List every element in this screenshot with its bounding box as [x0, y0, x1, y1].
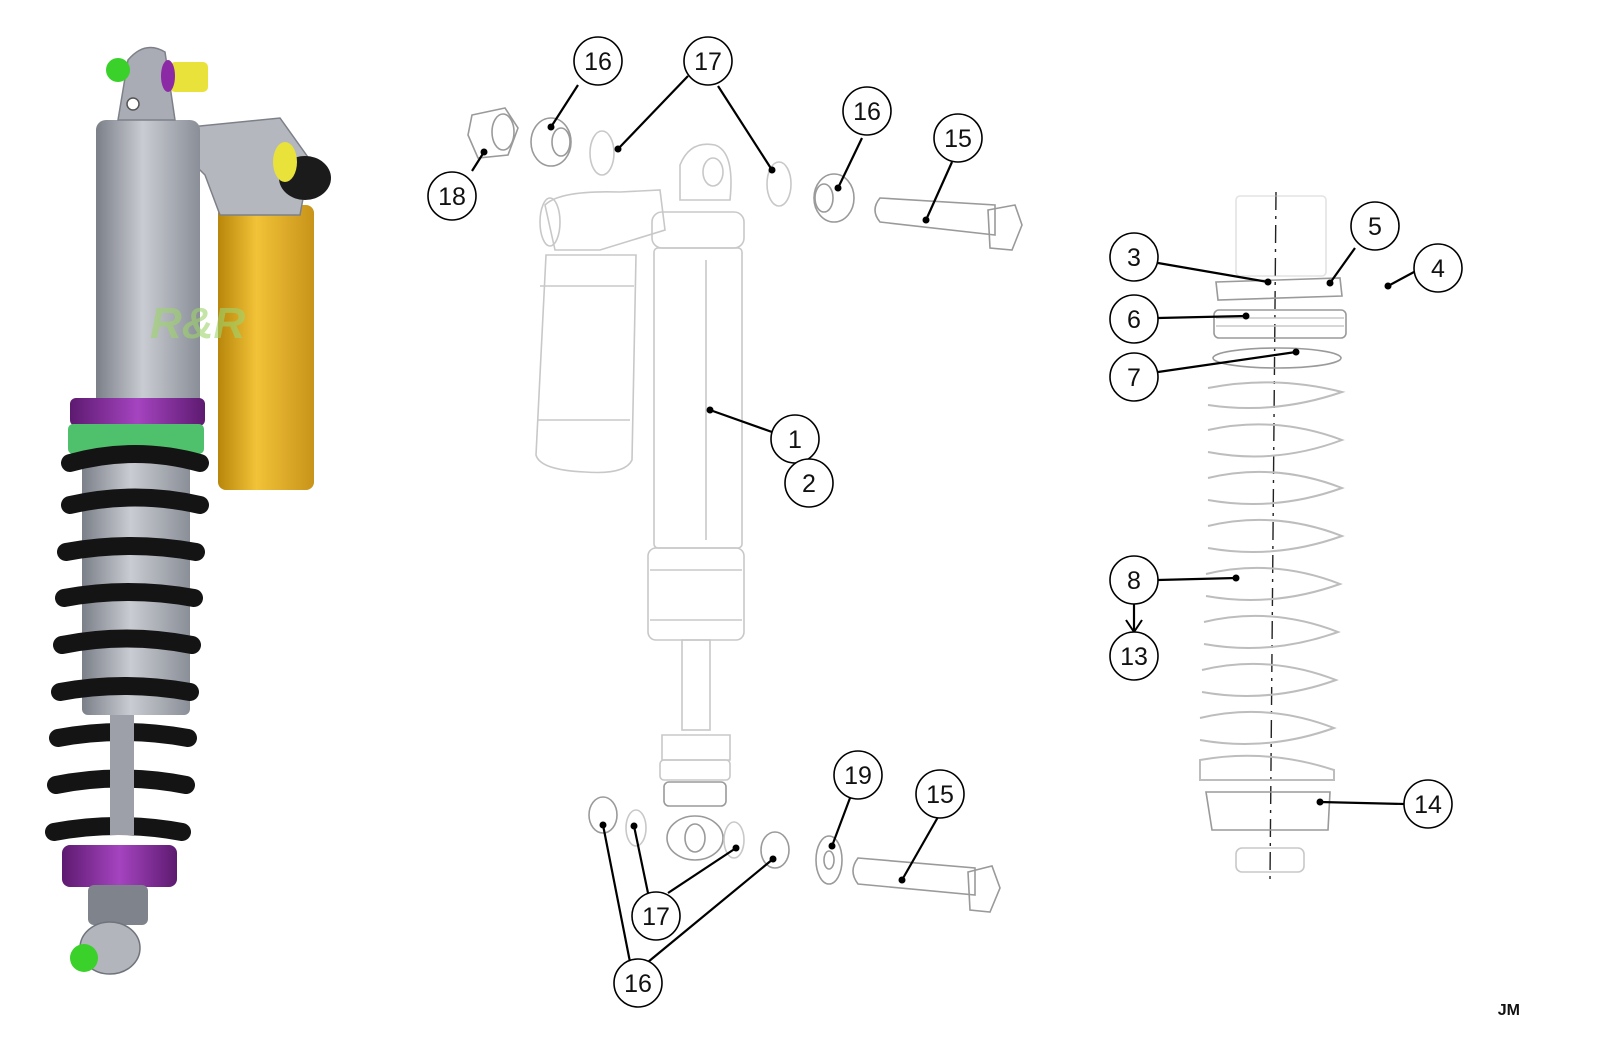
top-right-nut	[170, 62, 208, 92]
top-left-nut	[106, 58, 130, 82]
callout-circle	[833, 750, 883, 800]
callout-circle	[1413, 243, 1463, 293]
bottom-nut	[70, 944, 98, 972]
callout-number: 17	[642, 903, 670, 931]
callout-circle	[1109, 294, 1159, 344]
callout-circle	[784, 458, 834, 508]
callout-c17a: 17	[683, 36, 733, 86]
callout-c15a: 15	[933, 113, 983, 163]
callout-circle	[1109, 555, 1159, 605]
callout-circle	[631, 891, 681, 941]
exploded-shock-drawing	[467, 107, 1023, 913]
callout-c3: 3	[1109, 232, 1159, 282]
callout-number: 16	[624, 970, 652, 998]
callout-circle	[573, 36, 623, 86]
callout-c14: 14	[1403, 779, 1453, 829]
callout-c4: 4	[1413, 243, 1463, 293]
callout-c16a: 16	[573, 36, 623, 86]
logo-watermark: R&R	[150, 299, 246, 348]
callout-c18: 18	[427, 171, 477, 221]
exploded-spring-drawing	[1199, 191, 1347, 881]
callout-circle	[842, 86, 892, 136]
callout-circle	[1403, 779, 1453, 829]
callout-circle	[1350, 201, 1400, 251]
callout-number: 13	[1120, 643, 1148, 671]
callout-c15b: 15	[915, 769, 965, 819]
author-signature: JM	[1497, 1002, 1520, 1019]
callout-circle	[1109, 232, 1159, 282]
callout-number: 16	[853, 98, 881, 126]
callout-number: 19	[844, 762, 872, 790]
callout-number: 17	[694, 48, 722, 76]
callout-c6: 6	[1109, 294, 1159, 344]
callout-c7: 7	[1109, 352, 1159, 402]
assembled-shock-render: R&R	[45, 46, 331, 975]
callout-number: 4	[1431, 255, 1445, 283]
callout-bubbles: 16 17 18 16 15 12 19 15 17 16 3 5 4 6 7 8 13 14	[427, 36, 1463, 1008]
callout-circle	[915, 769, 965, 819]
callout-c17b: 17	[631, 891, 681, 941]
callout-number: 1	[788, 426, 802, 454]
callout-circle	[1109, 631, 1159, 681]
green-adjuster-ring	[68, 424, 204, 454]
callout-circle	[427, 171, 477, 221]
callout-c1: 1	[770, 414, 820, 464]
top-collar	[70, 398, 205, 426]
callout-c13: 13	[1109, 631, 1159, 681]
callout-number: 6	[1127, 306, 1141, 334]
callout-number: 16	[584, 48, 612, 76]
callout-circle	[933, 113, 983, 163]
callout-number: 5	[1368, 213, 1382, 241]
callout-circle	[613, 958, 663, 1008]
callout-number: 15	[926, 781, 954, 809]
callout-number: 7	[1127, 364, 1141, 392]
reservoir-canister	[218, 205, 314, 490]
spring-coil-outline	[1199, 381, 1346, 781]
callout-c2: 2	[784, 458, 834, 508]
callout-c5: 5	[1350, 201, 1400, 251]
callout-number: 2	[802, 470, 816, 498]
callout-c16b: 16	[842, 86, 892, 136]
callout-circle	[683, 36, 733, 86]
callout-number: 18	[438, 183, 466, 211]
callout-circle	[1109, 352, 1159, 402]
shock-body	[96, 120, 200, 410]
callout-number: 3	[1127, 244, 1141, 272]
callout-c16c: 16	[613, 958, 663, 1008]
leader-lines	[471, 75, 1415, 963]
bottom-collar	[62, 845, 177, 887]
callout-number: 8	[1127, 567, 1141, 595]
callout-number: 14	[1414, 791, 1442, 819]
callout-number: 15	[944, 125, 972, 153]
callout-c8: 8	[1109, 555, 1159, 605]
callout-c19: 19	[833, 750, 883, 800]
